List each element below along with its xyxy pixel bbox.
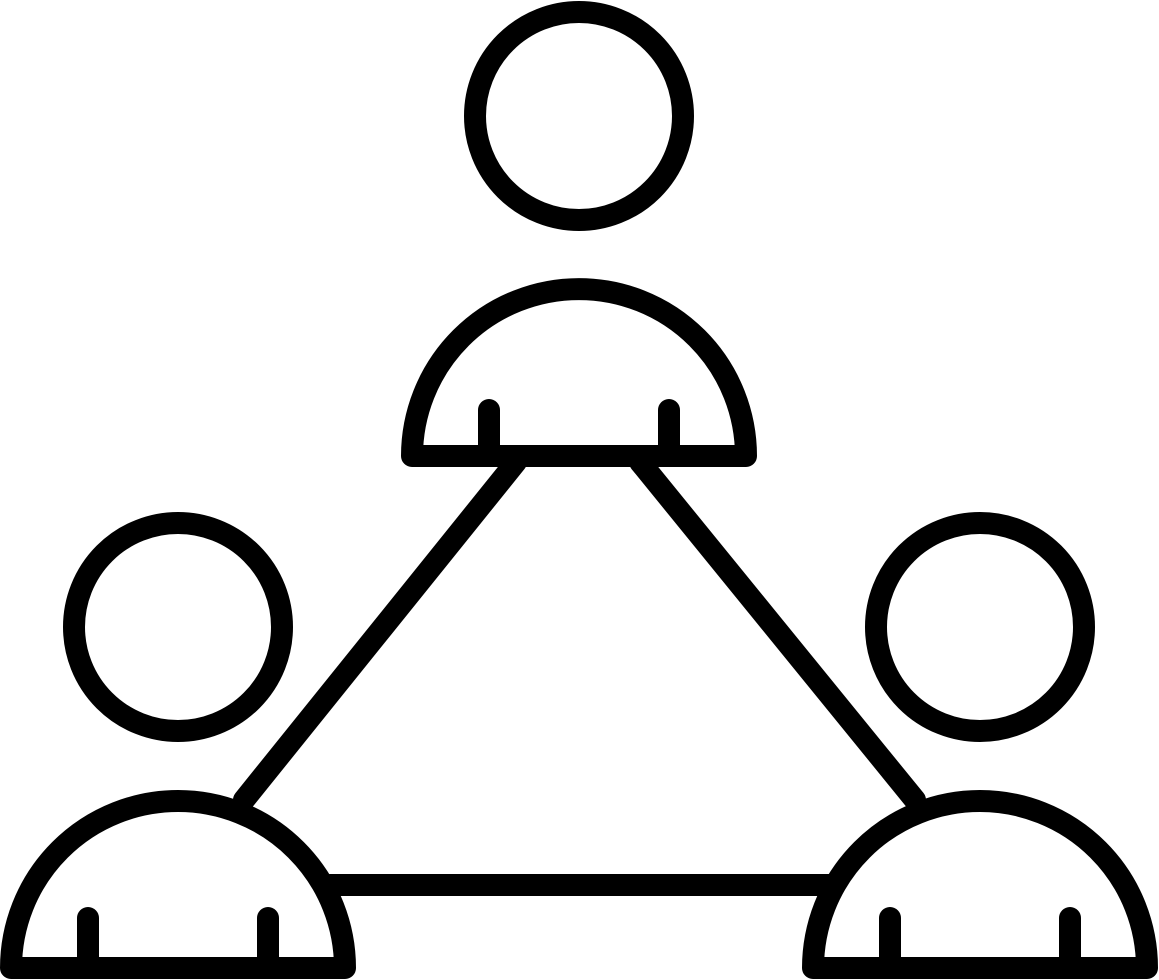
- person-right-head: [865, 512, 1095, 742]
- person-top-body: [401, 278, 757, 467]
- person-right-body: [802, 790, 1158, 979]
- person-left-head: [63, 512, 293, 742]
- person-right: [802, 512, 1158, 979]
- connection-line-top-left: [233, 451, 527, 811]
- person-top-head: [464, 1, 694, 231]
- person-top: [401, 1, 757, 467]
- connection-lines: [233, 451, 926, 896]
- person-left-body: [0, 790, 356, 979]
- person-left: [0, 512, 356, 979]
- connection-line-top-right: [629, 451, 926, 811]
